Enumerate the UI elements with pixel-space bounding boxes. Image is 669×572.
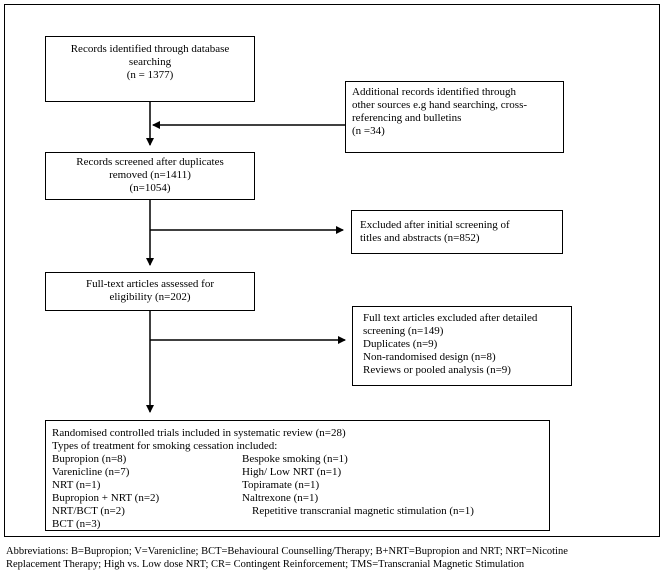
abbreviations-line-1: Abbreviations: B=Bupropion; V=Vareniclin… <box>6 546 568 557</box>
excluded-initial-line-2: titles and abstracts (n=852) <box>360 232 480 244</box>
treatment-right-6 <box>212 518 543 531</box>
box-excluded-initial: Excluded after initial screening of titl… <box>351 210 563 254</box>
excluded-fulltext-line-2: screening (n=149) <box>363 325 444 337</box>
screened-line-1: Records screened after duplicates <box>76 156 224 168</box>
fulltext-line-1: Full-text articles assessed for <box>86 278 214 290</box>
identified-line-2: searching <box>128 56 172 68</box>
treatment-left-2: Varenicline (n=7) <box>52 466 130 478</box>
abbreviations-note: Abbreviations: B=Bupropion; V=Vareniclin… <box>6 545 662 571</box>
included-heading: Randomised controlled trials included in… <box>52 427 346 439</box>
box-records-identified: Records identified through database sear… <box>45 36 255 102</box>
treatment-right-5: Repetitive transcranial magnetic stimula… <box>252 505 474 517</box>
treatment-left-1: Bupropion (n=8) <box>52 453 127 465</box>
treatment-list: Bupropion (n=8) Bespoke smoking (n=1) Va… <box>52 453 543 531</box>
fulltext-line-2: eligibility (n=202) <box>109 291 191 303</box>
box-fulltext-assessed: Full-text articles assessed for eligibil… <box>45 272 255 311</box>
identified-line-3: (n = 1377) <box>126 69 174 81</box>
box-included-trials: Randomised controlled trials included in… <box>45 420 550 531</box>
treatment-left-4: Bupropion + NRT (n=2) <box>52 492 160 504</box>
screened-line-2: removed (n=1411) <box>109 169 191 181</box>
box-additional-records: Additional records identified through ot… <box>345 81 564 153</box>
included-subheading: Types of treatment for smoking cessation… <box>52 440 278 452</box>
treatment-left-5: NRT/BCT (n=2) <box>52 505 125 517</box>
identified-line-1: Records identified through database <box>70 43 230 55</box>
excluded-fulltext-line-1: Full text articles excluded after detail… <box>363 312 538 324</box>
additional-line-3: referencing and bulletins <box>352 112 462 124</box>
screened-line-3: (n=1054) <box>129 182 171 194</box>
abbreviations-line-2: Replacement Therapy; High vs. Low dose N… <box>6 559 525 570</box>
box-excluded-fulltext: Full text articles excluded after detail… <box>352 306 572 386</box>
treatment-right-1: Bespoke smoking (n=1) <box>242 453 348 465</box>
treatment-left-3: NRT (n=1) <box>52 479 101 491</box>
treatment-right-2: High/ Low NRT (n=1) <box>242 466 342 478</box>
diagram-frame <box>4 4 660 537</box>
treatment-left-6: BCT (n=3) <box>52 518 101 530</box>
additional-line-2: other sources e.g hand searching, cross- <box>352 99 528 111</box>
treatment-right-3: Topiramate (n=1) <box>242 479 320 491</box>
excluded-fulltext-line-5: Reviews or pooled analysis (n=9) <box>363 364 511 376</box>
treatment-right-4: Naltrexone (n=1) <box>242 492 319 504</box>
box-records-screened: Records screened after duplicates remove… <box>45 152 255 200</box>
excluded-initial-line-1: Excluded after initial screening of <box>360 219 510 231</box>
excluded-fulltext-line-4: Non-randomised design (n=8) <box>363 351 496 363</box>
additional-line-1: Additional records identified through <box>352 86 517 98</box>
additional-line-4: (n =34) <box>352 125 385 137</box>
excluded-fulltext-line-3: Duplicates (n=9) <box>363 338 438 350</box>
